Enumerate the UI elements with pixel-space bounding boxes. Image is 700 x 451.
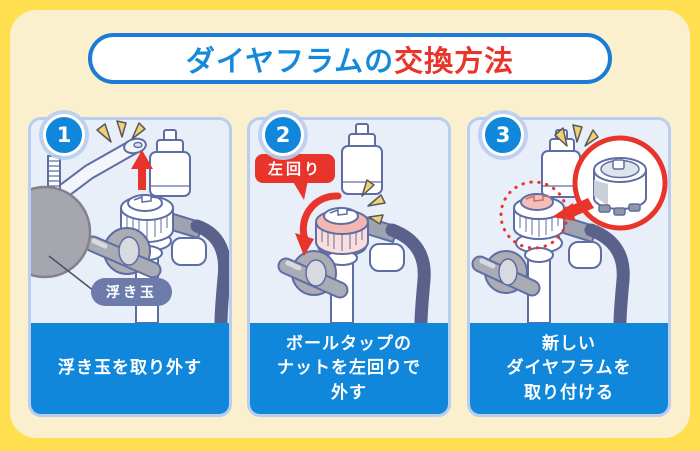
sparkle-icon bbox=[361, 179, 386, 225]
step2-drawing bbox=[277, 123, 431, 323]
hose-connector bbox=[568, 241, 602, 269]
step-panel-3: 新しい ダイヤフラムを 取り付ける 3 bbox=[467, 114, 671, 417]
up-arrow-icon bbox=[131, 150, 153, 190]
step1-drawing bbox=[31, 120, 229, 323]
step2-caption: ボールタップの ナットを左回りで 外す bbox=[250, 323, 448, 414]
float-lever-cam bbox=[471, 250, 541, 297]
step3-number: 3 bbox=[495, 123, 511, 147]
step3-illustration bbox=[470, 120, 668, 323]
step-panel-1: 浮き玉 浮き玉を取り外す 1 bbox=[28, 114, 232, 417]
hose-connector bbox=[171, 237, 207, 266]
title-part-blue: ダイヤフラムの bbox=[185, 43, 395, 78]
sparkle-icon bbox=[96, 120, 146, 143]
sparkle-icon bbox=[554, 124, 599, 147]
step2-illustration: 左回り bbox=[250, 120, 448, 323]
new-diaphragm-seated bbox=[520, 193, 554, 211]
float-lever-cam bbox=[277, 250, 349, 299]
pilot-valve-body bbox=[341, 123, 383, 195]
step1-caption: 浮き玉を取り外す bbox=[31, 323, 229, 414]
step3-number-badge: 3 bbox=[482, 114, 524, 156]
step3-drawing bbox=[471, 124, 668, 323]
page-title: ダイヤフラムの交換方法 bbox=[88, 33, 612, 84]
insert-arrow-icon bbox=[552, 198, 594, 221]
diaphragm-in-place bbox=[127, 194, 163, 212]
hose-connector bbox=[369, 243, 405, 272]
pipe-ring bbox=[524, 247, 554, 263]
step2-number-badge: 2 bbox=[262, 114, 304, 156]
diaphragm-in-place bbox=[323, 207, 359, 225]
label-leader-line bbox=[48, 255, 95, 292]
step1-number-badge: 1 bbox=[43, 114, 85, 156]
step3-caption: 新しい ダイヤフラムを 取り付ける bbox=[470, 323, 668, 414]
pilot-valve-body bbox=[149, 129, 191, 197]
step2-number: 2 bbox=[275, 123, 291, 147]
rotate-direction-label: 左回り bbox=[255, 154, 336, 183]
rotate-label-tail bbox=[292, 180, 308, 200]
float-ball bbox=[31, 185, 92, 279]
step1-illustration: 浮き玉 bbox=[31, 120, 229, 323]
water-hose bbox=[190, 219, 229, 323]
float-ball-label: 浮き玉 bbox=[91, 278, 172, 306]
rotate-left-arrow-icon bbox=[295, 192, 342, 256]
diaphragm-closeup bbox=[572, 135, 668, 231]
step1-number: 1 bbox=[56, 123, 72, 147]
pilot-valve-body bbox=[541, 129, 581, 198]
water-hose bbox=[584, 223, 630, 323]
step-panel-2: 左回り ボールタップの ナットを左回りで 外す 2 bbox=[247, 114, 451, 417]
water-hose bbox=[385, 223, 431, 323]
title-part-red: 交換方法 bbox=[394, 43, 515, 78]
float-arm bbox=[49, 137, 147, 204]
float-lever-cam bbox=[84, 227, 162, 279]
